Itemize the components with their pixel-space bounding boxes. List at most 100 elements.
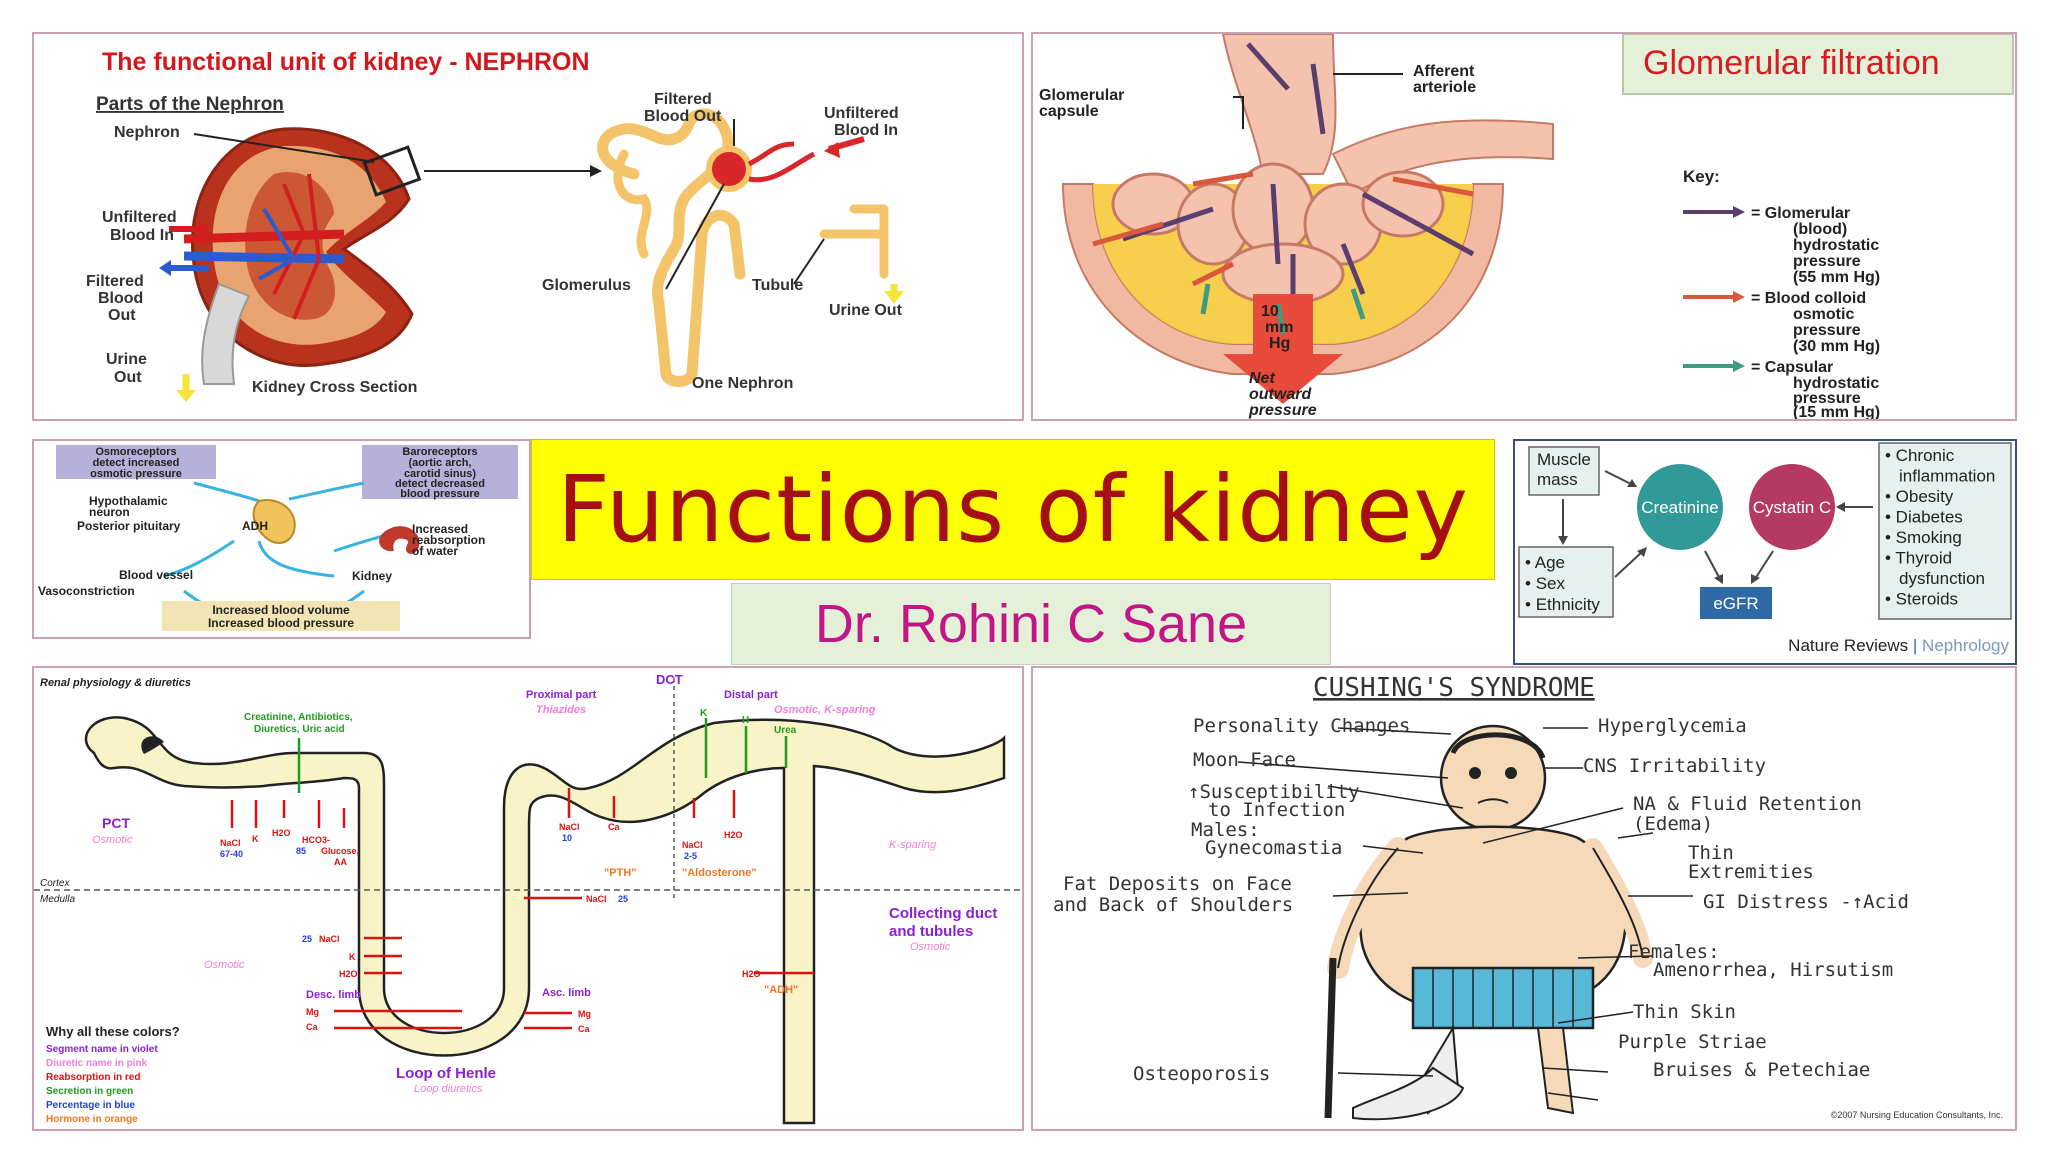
- diuretics-diagram: Renal physiology & diuretics DCT Proxima…: [34, 672, 1022, 1125]
- asc-mg: Mg: [578, 1009, 591, 1019]
- source-journal: Nature Reviews: [1788, 636, 1908, 655]
- volume-box: [162, 601, 400, 631]
- hypothalamic-1: Hypothalamic: [89, 494, 168, 508]
- legend-item: Segment name in violet: [46, 1044, 158, 1055]
- osmo-box: [56, 445, 216, 479]
- desc-h2o: H2O: [339, 969, 358, 979]
- hypothalamic-2: neuron: [89, 505, 130, 519]
- distal-label: Distal part: [724, 689, 778, 701]
- label-capsule-1: Glomerular: [1039, 87, 1124, 104]
- muscle-1: Muscle: [1537, 450, 1591, 469]
- key-2-line-1: = Blood colloid: [1751, 290, 1866, 307]
- key-1-line-3: hydrostatic: [1793, 237, 1879, 254]
- distal-nacl-pct: 2-5: [684, 851, 697, 861]
- pct-hco3-pct: 85: [296, 846, 306, 856]
- pth-label: "PTH": [604, 867, 636, 879]
- dct-label: DCT: [656, 672, 683, 687]
- legend-item: Reabsorption in red: [46, 1072, 140, 1083]
- baro-line-3: carotid sinus): [404, 468, 476, 480]
- cushing-panel: CUSHING'S SYNDROME Personality Changes M…: [1031, 666, 2017, 1131]
- cortex-label: Cortex: [40, 878, 70, 889]
- secretion-k: K: [700, 708, 708, 719]
- asc-nacl: NaCl: [586, 894, 607, 904]
- key-1-line-1: = Glomerular: [1751, 205, 1850, 222]
- baro-line-4: detect decreased: [395, 478, 485, 490]
- filtration-title-box: [1622, 34, 2014, 95]
- figure-mouth: [1477, 798, 1509, 804]
- volume-1: Increased blood volume: [212, 603, 350, 617]
- collecting-label-1: Collecting duct: [889, 905, 997, 922]
- key-3-line-4: (15 mm Hg): [1793, 404, 1880, 419]
- factor-item: • Diabetes: [1885, 508, 1963, 527]
- figure-eye-right: [1505, 767, 1517, 779]
- reabs-2: reabsorption: [412, 533, 485, 547]
- demographics-box: [1518, 546, 1614, 618]
- nephron-subtitle: Parts of the Nephron: [96, 94, 284, 115]
- pct-h2o: H2O: [272, 828, 291, 838]
- key-1-line-4: pressure: [1793, 253, 1861, 270]
- desc-osmotic: Osmotic: [204, 959, 245, 971]
- asc-ca: Ca: [578, 1024, 590, 1034]
- pointer-nephron: [193, 133, 375, 163]
- asc-nacl-pct: 25: [618, 894, 628, 904]
- pct-reabsorption-arrows: [230, 788, 736, 828]
- label-nephron: Nephron: [114, 124, 180, 141]
- label-filtered-blood-out-1: Filtered: [654, 91, 712, 108]
- copyright-note: ©2007 Nursing Education Consultants, Inc…: [1831, 1110, 2003, 1120]
- nephron-tubule: [597, 108, 746, 387]
- label-one-nephron: One Nephron: [692, 375, 793, 392]
- pointer-capsule: [1233, 96, 1244, 129]
- author-box: Dr. Rohini C Sane: [731, 583, 1331, 665]
- asc-limb-label: Asc. limb: [542, 987, 591, 999]
- glomerulus: [706, 146, 752, 192]
- arrow-head-urine-out: [176, 390, 196, 402]
- label-unfiltered-blood-in-2: Blood In: [834, 122, 898, 139]
- reabs-1: Increased: [412, 522, 468, 536]
- figure-eye-left: [1469, 767, 1481, 779]
- pointer-zoom-head: [590, 165, 602, 177]
- aldosterone-label: "Aldosterone": [682, 867, 757, 879]
- pct-hco3: HCO3-: [302, 835, 330, 845]
- ureter: [201, 282, 251, 385]
- egfr-arrows: [1562, 470, 1873, 580]
- page-title: Functions of kidney: [556, 456, 1469, 563]
- distal-h2o: H2O: [724, 830, 743, 840]
- kidney-label: Kidney: [352, 569, 392, 583]
- osmo-line-3: osmotic pressure: [90, 468, 182, 480]
- key-3-line-2: hydrostatic: [1793, 375, 1879, 392]
- label-net-5: outward: [1249, 386, 1312, 403]
- walking-cane: [1324, 957, 1337, 1119]
- muscle-2: mass: [1537, 470, 1578, 489]
- collecting-osmotic: Osmotic: [910, 941, 951, 953]
- nephron-title: The functional unit of kidney - NEPHRON: [102, 48, 590, 76]
- author-name: Dr. Rohini C Sane: [814, 594, 1248, 654]
- label-glomerulus: Glomerulus: [542, 277, 631, 294]
- label-urine-2: Out: [114, 369, 142, 386]
- label-net-4: Net: [1249, 370, 1275, 387]
- label-unfiltered-blood-in-1: Unfiltered: [824, 105, 899, 122]
- legend-title: Why all these colors?: [46, 1024, 180, 1039]
- pointer-tubule: [793, 238, 825, 285]
- filtration-title: Glomerular filtration: [1643, 44, 1940, 82]
- desc-ca: Ca: [306, 1022, 318, 1032]
- figure-arm-right-outline: [1592, 847, 1644, 959]
- glomerulus-vessels: [747, 141, 816, 183]
- legend-item: Hormone in orange: [46, 1114, 138, 1125]
- loop-diuretics-label: Loop diuretics: [414, 1083, 483, 1095]
- creatinine-circle: [1637, 464, 1723, 550]
- glomerular-capillaries: [1111, 162, 1445, 306]
- adh-panel: Osmoreceptors detect increased osmotic p…: [32, 439, 531, 639]
- figure-arm-left-outline: [1337, 847, 1399, 969]
- egfr-arrow-heads: [1558, 479, 1845, 584]
- symptom-susceptibility-2: to Infection: [1208, 799, 1345, 821]
- key-arrow-head-capsular: [1733, 360, 1745, 372]
- filtration-panel: Glomerular filtration Glomerular: [1031, 32, 2017, 421]
- muscle-box: [1528, 446, 1600, 496]
- desc-pct: 25: [302, 934, 312, 944]
- label-capsule-2: capsule: [1039, 103, 1099, 120]
- nephron-tubule-shape: [84, 716, 1006, 1125]
- adh-label: ADH: [242, 519, 268, 533]
- factor-item: • Smoking: [1885, 528, 1962, 547]
